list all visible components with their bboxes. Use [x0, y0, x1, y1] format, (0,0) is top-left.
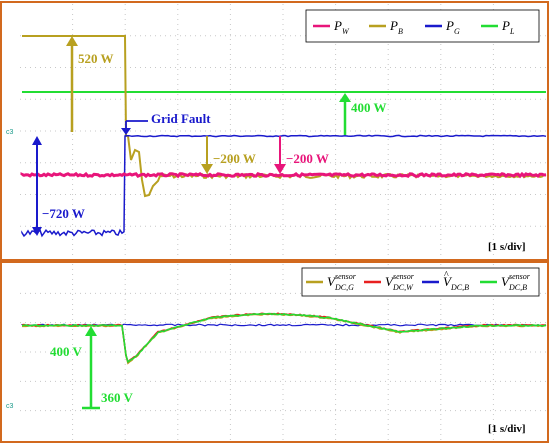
legend-subscript: L [509, 27, 515, 36]
top-ground-marker: c3 [6, 129, 14, 136]
arrowhead-pg-drop-bottom [32, 227, 42, 236]
legend-hat: ^ [444, 270, 449, 281]
label-v-nominal: 400 V [50, 344, 83, 359]
label-pb-step: 520 W [78, 51, 114, 66]
legend-symbol: P [333, 18, 342, 33]
label-pb-new: −200 W [213, 151, 256, 166]
legend-symbol: V [385, 274, 395, 289]
legend-symbol: V [327, 274, 337, 289]
legend-superscript: sensor [509, 272, 531, 281]
legend-subscript: DC,B [508, 283, 527, 292]
legend-subscript: W [342, 27, 350, 36]
bottom-timescale: [1 s/div] [488, 423, 526, 435]
arrowhead-pb-step [66, 36, 78, 46]
arrowhead-pg-drop-top [32, 136, 42, 145]
legend-symbol: V [443, 274, 453, 289]
legend-subscript: G [454, 27, 460, 36]
bottom-ground-marker: c3 [6, 403, 14, 410]
legend-symbol: V [501, 274, 511, 289]
legend-subscript: DC,G [334, 283, 354, 292]
top-timescale: [1 s/div] [488, 241, 526, 253]
arrowhead-pl-level [339, 93, 351, 102]
arrowhead-grid-fault [121, 128, 131, 135]
legend-symbol: P [389, 18, 398, 33]
trace-v-dc-b [21, 312, 547, 364]
legend-symbol: P [445, 18, 454, 33]
label-pw-level: −200 W [286, 151, 329, 166]
trace-p-g [21, 134, 547, 238]
label-pg-drop: −720 W [42, 206, 85, 221]
arrowhead-v-scale [85, 326, 97, 336]
legend-superscript: sensor [335, 272, 357, 281]
label-grid-fault: Grid Fault [151, 111, 211, 126]
legend-symbol: P [501, 18, 510, 33]
legend-subscript: DC,W [392, 283, 414, 292]
legend-subscript: B [398, 27, 403, 36]
trace-p-w [20, 171, 547, 179]
legend-item-v-b-hat: V^DC,B [422, 270, 469, 292]
legend-superscript: sensor [393, 272, 415, 281]
label-v-offset: 360 V [101, 390, 134, 405]
legend-subscript: DC,B [450, 283, 469, 292]
arrowhead-pb-new [201, 164, 213, 174]
top-panel-frame [0, 1, 549, 261]
label-pl-level: 400 W [351, 100, 387, 115]
arrowhead-pw-level [274, 164, 286, 174]
